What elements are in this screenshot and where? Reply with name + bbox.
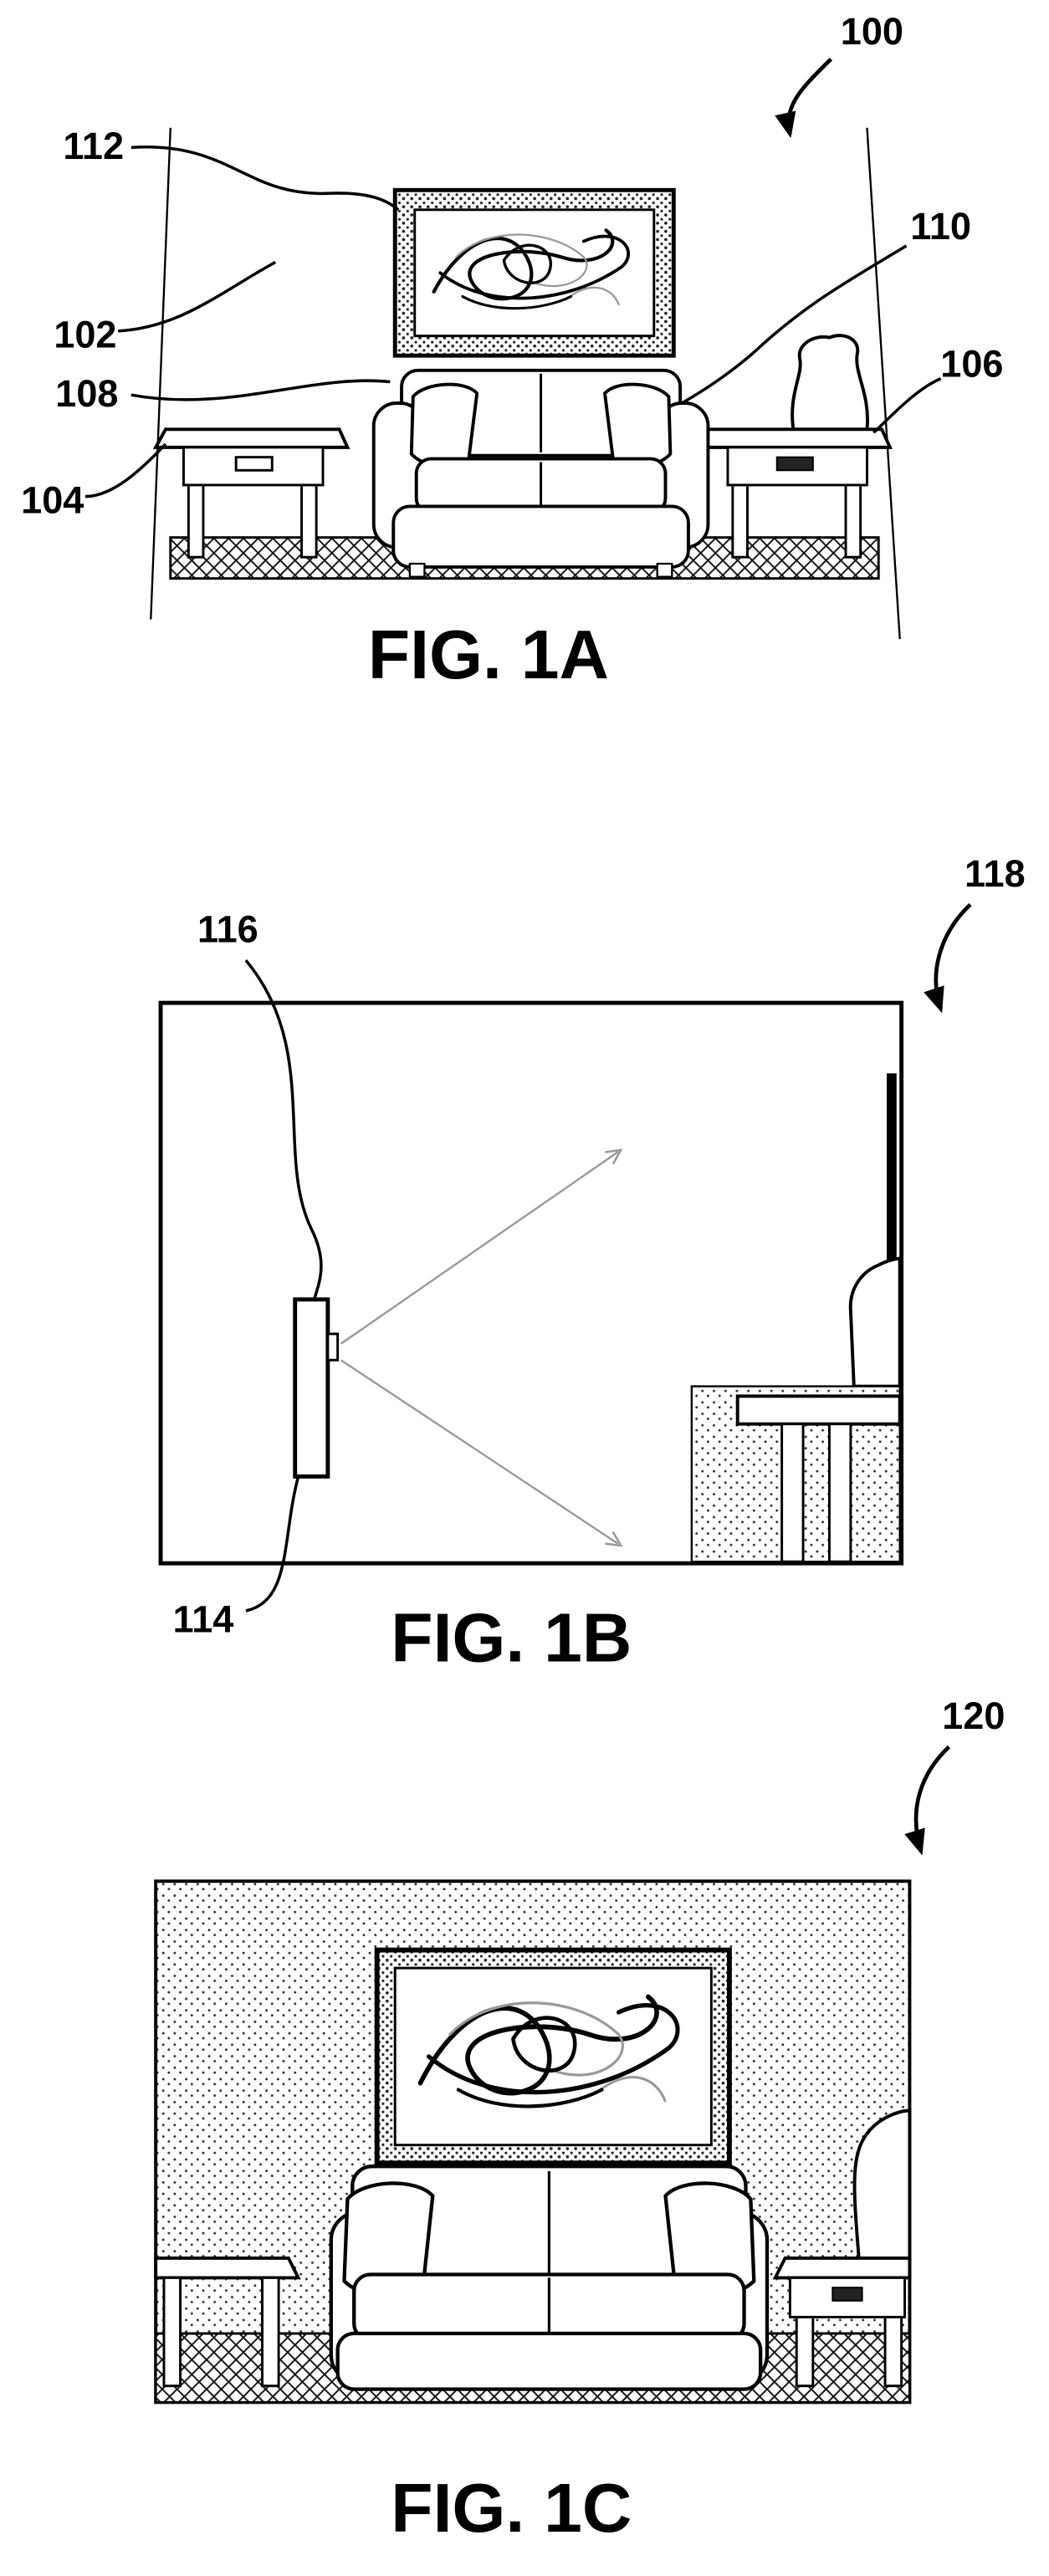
ref-numeral-102: 102	[54, 313, 116, 355]
couch-captured	[329, 2165, 770, 2391]
device-body	[293, 1297, 330, 1479]
leader-114	[245, 1475, 300, 1613]
ref-numeral-118: 118	[965, 852, 1026, 895]
couch-foot-left	[408, 562, 426, 578]
side-table-left-leg-back	[300, 483, 318, 559]
capture-device	[293, 1297, 340, 1479]
ref-numeral-110: 110	[910, 205, 971, 248]
ref-numeral-104: 104	[21, 478, 84, 521]
fig-1c-caption: FIG. 1C	[391, 2471, 632, 2547]
device-sensor	[326, 1332, 340, 1362]
framed-picture-captured	[374, 1947, 732, 2166]
ref-numeral-100: 100	[841, 10, 903, 53]
ref-arrow-100	[775, 57, 833, 139]
armchair-side	[848, 1256, 902, 1388]
wall-edge-left	[150, 127, 171, 620]
side-table-left-captured	[154, 2256, 301, 2388]
leader-102	[118, 260, 277, 333]
armchair-captured	[852, 2108, 912, 2260]
side-table-right-captured	[772, 2256, 912, 2388]
side-table-left-handle	[234, 456, 274, 472]
side-table-right-top-captured	[772, 2256, 912, 2280]
side-table-left	[152, 427, 351, 559]
leader-110	[681, 244, 908, 405]
side-table-right-top	[697, 427, 893, 449]
couch-pillow-right	[603, 382, 673, 468]
couch-base	[391, 504, 690, 569]
side-table-left-leg2-captured	[261, 2276, 280, 2388]
side-table-left-top-captured	[154, 2256, 301, 2280]
leader-116	[244, 959, 323, 1299]
leader-112	[130, 145, 400, 212]
side-table-right	[697, 427, 893, 559]
side-table-right-leg-front	[731, 483, 749, 559]
ref-numeral-112: 112	[63, 125, 124, 167]
wall-display-edge	[887, 1073, 897, 1395]
ref-numeral-114: 114	[173, 1597, 234, 1640]
leader-108	[130, 379, 391, 401]
leader-lines-1b	[244, 959, 323, 1613]
ref-arrow-120	[904, 1745, 951, 1856]
wall-edge-right	[866, 127, 901, 640]
side-table-right-handle-captured	[832, 2287, 863, 2302]
table-leg-2	[827, 1423, 852, 1563]
field-of-view	[340, 1152, 618, 1543]
ref-arrow-118	[924, 902, 972, 1014]
couch-base-captured	[335, 2331, 763, 2391]
picture-canvas-captured	[393, 1966, 713, 2147]
ref-numeral-106: 106	[940, 343, 1003, 386]
table-leg-1	[780, 1423, 805, 1563]
side-table-left-leg1-captured	[162, 2276, 182, 2388]
ref-numeral-108: 108	[55, 372, 118, 415]
fig-1b: 118 116 114 FIG. 1B	[158, 852, 1026, 1677]
fig-1b-caption: FIG. 1B	[391, 1601, 632, 1677]
couch-foot-right	[656, 562, 673, 578]
side-table-right-handle	[775, 456, 814, 472]
picture-canvas	[413, 208, 656, 338]
side-table-right-leg-back	[844, 483, 862, 559]
leader-106	[872, 376, 942, 434]
leader-104	[84, 442, 167, 498]
table-top-side	[735, 1394, 902, 1426]
fov-arrow-upper	[340, 1152, 618, 1345]
fig-1c: 120 FIG. 1C	[154, 1694, 1005, 2547]
side-table-left-top	[152, 427, 351, 449]
couch	[371, 368, 710, 578]
framed-picture	[392, 187, 676, 358]
armchair	[791, 334, 869, 432]
leader-lines-1a	[84, 145, 942, 498]
fov-arrow-lower	[340, 1359, 618, 1543]
side-table-right-leg1-captured	[795, 2315, 815, 2388]
side-table-left-leg-front	[187, 483, 205, 559]
couch-pillow-left	[409, 382, 479, 468]
ref-numeral-116: 116	[197, 908, 258, 951]
furniture-side-view	[690, 1256, 902, 1563]
ref-numeral-120: 120	[942, 1694, 1005, 1737]
side-table-right-leg2-captured	[883, 2315, 903, 2388]
fig-1a: 100 112 102 108 104 110 106 FIG. 1A	[21, 10, 1003, 693]
fig-1a-caption: FIG. 1A	[368, 617, 609, 693]
